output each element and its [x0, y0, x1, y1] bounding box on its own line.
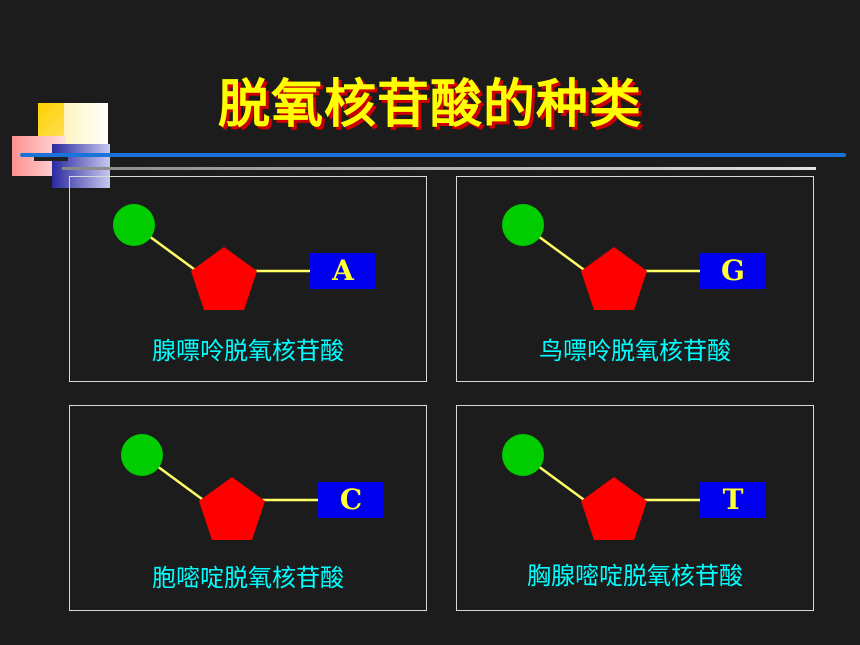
nucleotide-diagram-t: [502, 434, 701, 540]
base-box-t: T: [700, 482, 766, 518]
nucleotide-panel-g: G 鸟嘌呤脱氧核苷酸: [456, 176, 814, 382]
nucleotide-panel-c: C 胞嘧啶脱氧核苷酸: [69, 405, 427, 611]
deoxyribose-pentagon: [191, 247, 257, 310]
deoxyribose-pentagon: [581, 247, 647, 310]
dark-bar: [34, 156, 68, 161]
nucleotide-name-g: 鸟嘌呤脱氧核苷酸: [539, 337, 731, 365]
deoxyribose-pentagon: [581, 477, 647, 540]
nucleotide-panel-a: A 腺嘌呤脱氧核苷酸: [69, 176, 427, 382]
nucleotide-diagram-g: [502, 204, 701, 310]
phosphate-circle: [502, 204, 544, 246]
phosphate-circle: [113, 204, 155, 246]
phosphate-circle: [502, 434, 544, 476]
deoxyribose-pentagon: [199, 477, 265, 540]
nucleotide-diagram-c: [121, 434, 320, 540]
phosphate-circle: [121, 434, 163, 476]
base-box-g: G: [700, 253, 766, 289]
navy-square: [52, 144, 110, 188]
title-underline-white: [62, 167, 816, 170]
nucleotide-name-a: 腺嘌呤脱氧核苷酸: [152, 337, 344, 365]
base-box-c: C: [318, 482, 384, 518]
nucleotide-name-c: 胞嘧啶脱氧核苷酸: [152, 564, 344, 592]
title-underline-blue: [20, 153, 846, 157]
base-box-a: A: [310, 253, 376, 289]
nucleotide-name-t: 胸腺嘧啶脱氧核苷酸: [527, 562, 743, 590]
nucleotide-panel-t: T 胸腺嘧啶脱氧核苷酸: [456, 405, 814, 611]
page-title: 脱氧核苷酸的种类: [217, 75, 642, 135]
nucleotide-diagram-a: [113, 204, 312, 310]
